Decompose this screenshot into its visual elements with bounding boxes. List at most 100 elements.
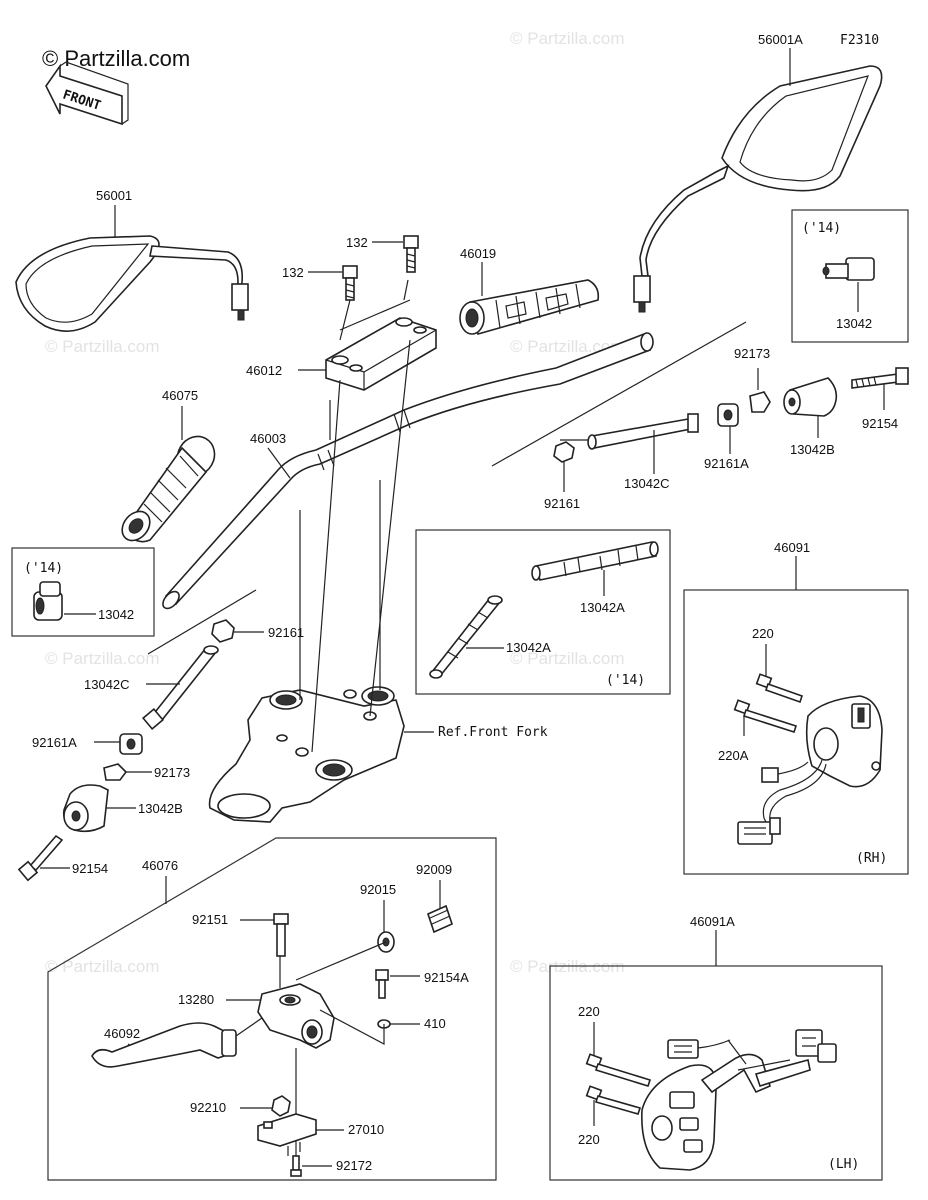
switch-housing-rh <box>805 695 883 788</box>
label-220A: 220A <box>718 748 749 763</box>
variant-box-left <box>11 547 155 637</box>
brand-logo: © Partzilla.com <box>42 46 190 71</box>
lever-assembly-box <box>47 837 497 1181</box>
label-27010: 27010 <box>348 1122 384 1137</box>
stud-line <box>311 379 341 753</box>
label-46019: 46019 <box>460 246 496 261</box>
divider-line <box>147 589 257 655</box>
weight-shaft-13042A-lower <box>429 595 503 679</box>
label-92161-left: 92161 <box>268 625 304 640</box>
variant-label-center: ('14) <box>606 673 645 688</box>
switch-connector-lh-2 <box>795 1029 837 1063</box>
label-13042A-lower: 13042A <box>506 640 551 655</box>
nut-92161-left <box>211 619 235 643</box>
bolt-132-right <box>403 235 419 273</box>
variant-box-center <box>415 529 671 695</box>
switch-connector-rh <box>737 817 781 845</box>
switch-wire-rh <box>762 759 823 831</box>
bar-end-weight-right <box>783 377 838 417</box>
left-weight-shaft <box>142 645 219 730</box>
handlebar-clamp <box>325 317 437 391</box>
label-13280: 13280 <box>178 992 214 1007</box>
brake-lever-46092 <box>91 1017 263 1068</box>
clip-92173-left <box>103 763 128 781</box>
handlebar <box>162 332 654 610</box>
screw-220-lh-1 <box>585 1053 652 1087</box>
screw-92172 <box>290 1155 302 1177</box>
stud-line <box>369 339 411 717</box>
switch-housing-lh <box>641 1064 717 1171</box>
label-92210: 92210 <box>190 1100 226 1115</box>
right-mirror <box>633 65 883 313</box>
watermarks: © Partzilla.com © Partzilla.com © Partzi… <box>45 29 625 976</box>
label-92154A: 92154A <box>424 970 469 985</box>
adjuster-92009 <box>427 904 453 934</box>
bolt-92154-right <box>851 367 909 389</box>
label-46075: 46075 <box>162 388 198 403</box>
watermark-6: © Partzilla.com <box>45 957 160 976</box>
nut-92210 <box>271 1095 291 1117</box>
divider-line <box>491 321 747 467</box>
watermark-1: © Partzilla.com <box>510 29 625 48</box>
clamp-callout <box>339 279 411 341</box>
stud-line <box>295 941 387 981</box>
label-13042-left: 13042 <box>98 607 134 622</box>
label-13042C-right: 13042C <box>624 476 670 491</box>
left-mirror <box>15 235 249 332</box>
label-46091A: 46091A <box>690 914 735 929</box>
label-46092: 46092 <box>104 1026 140 1041</box>
right-grip <box>459 279 600 335</box>
label-92173-right: 92173 <box>734 346 770 361</box>
left-grip <box>121 435 216 543</box>
right-weight-shaft <box>587 413 699 450</box>
variant-label-right: ('14) <box>802 221 841 236</box>
label-92015: 92015 <box>360 882 396 897</box>
weight-shaft-13042A-upper <box>531 541 659 581</box>
label-92161-right: 92161 <box>544 496 580 511</box>
variant-box-right <box>791 209 909 343</box>
label-92151: 92151 <box>192 912 228 927</box>
screw-92154A <box>375 969 389 999</box>
label-92161A-left: 92161A <box>32 735 77 750</box>
label-46076: 46076 <box>142 858 178 873</box>
label-92009: 92009 <box>416 862 452 877</box>
lever-bracket-13280 <box>257 983 385 1049</box>
label-92154-right: 92154 <box>862 416 898 431</box>
switch-wire-rh <box>769 763 827 821</box>
label-13042C-left: 13042C <box>84 677 130 692</box>
figure-code: F2310 <box>840 33 879 48</box>
ref-front-fork-note: Ref.Front Fork <box>438 725 548 740</box>
label-92161A-right: 92161A <box>704 456 749 471</box>
pivot-bolt-92151 <box>273 913 289 957</box>
upper-fork-bracket <box>208 686 405 823</box>
label-56001: 56001 <box>96 188 132 203</box>
label-13042-right: 13042 <box>836 316 872 331</box>
bar-end-13042-right <box>822 257 875 281</box>
switch-wire-lh <box>700 1053 771 1094</box>
screw-220A-rh <box>733 699 798 734</box>
brake-switch-27010 <box>257 1113 317 1156</box>
label-92173-left: 92173 <box>154 765 190 780</box>
label-220-rh: 220 <box>752 626 774 641</box>
label-92154-left: 92154 <box>72 861 108 876</box>
label-220-lh-2: 220 <box>578 1132 600 1147</box>
switch-wire-lh <box>727 1039 791 1071</box>
label-46091: 46091 <box>774 540 810 555</box>
label-220-lh-1: 220 <box>578 1004 600 1019</box>
screw-220-lh-2 <box>585 1085 642 1115</box>
bar-end-weight-left <box>62 784 109 833</box>
rh-label: (RH) <box>856 851 887 866</box>
switch-small-plug-rh <box>761 761 809 783</box>
rubber-92161A-right <box>717 403 739 427</box>
variant-label-left: ('14) <box>24 561 63 576</box>
bolt-92154-left <box>17 834 64 882</box>
switch-connector-lh-1 <box>667 1039 731 1059</box>
label-132-a: 132 <box>282 265 304 280</box>
watermark-3: © Partzilla.com <box>510 337 625 356</box>
rubber-92161A-left <box>119 733 143 755</box>
bolt-132-left <box>342 265 358 301</box>
label-13042B-right: 13042B <box>790 442 835 457</box>
label-410: 410 <box>424 1016 446 1031</box>
